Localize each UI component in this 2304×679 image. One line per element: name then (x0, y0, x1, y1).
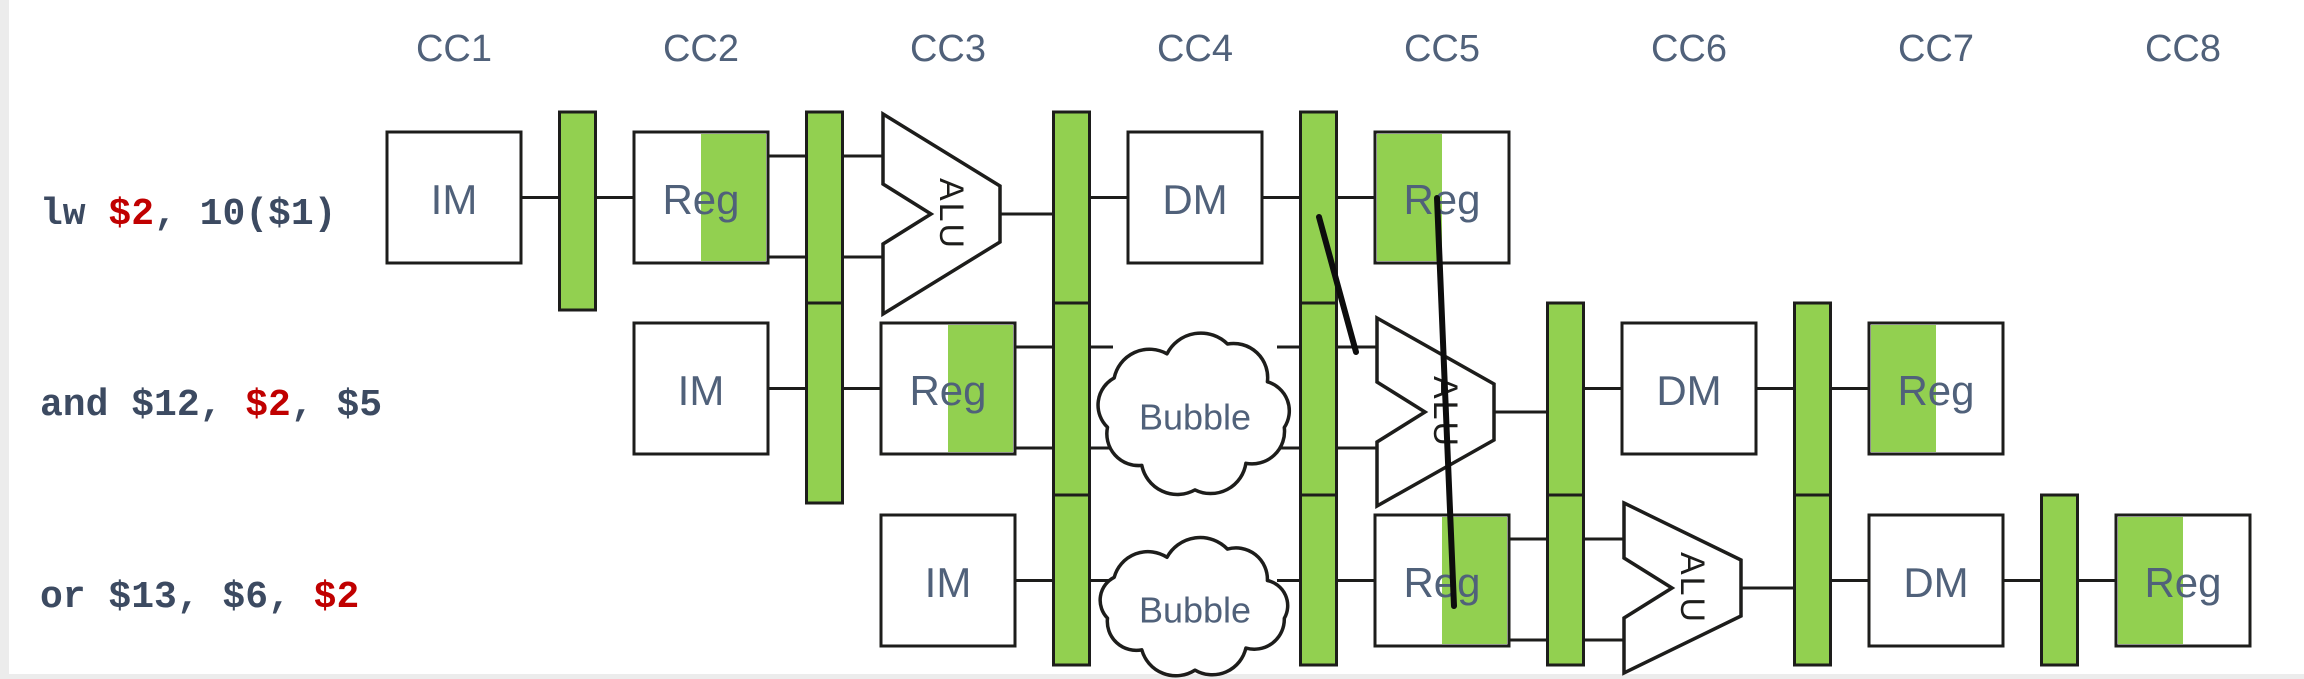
stage-dm-or-cc7-body (1869, 515, 2003, 646)
bubble-label-or-cc4: Bubble (1139, 590, 1251, 631)
stage-reg-lw-cc2-outline (632, 130, 770, 265)
hazard-register: $2 (313, 575, 360, 619)
stage-alu-lw-cc3-label: ALU (932, 178, 970, 250)
stage-reg-and-cc7-label: Reg (1897, 367, 1974, 414)
stage-reg-or-cc8-outline (2114, 513, 2252, 648)
pipeline-register-or-cc7-cc8 (2040, 493, 2079, 667)
instruction-text: , 10($1) (154, 192, 337, 236)
stage-im-and-cc2-body (634, 323, 768, 454)
stage-im-or-cc3-body (881, 515, 1015, 646)
pipeline-register-or-cc5-cc6 (1546, 493, 1585, 667)
pipeline-register-or-cc3-cc4 (1052, 493, 1091, 667)
stage-im-and-cc2-outline (632, 321, 770, 456)
stage-alu-or-cc6-body (1622, 500, 1743, 676)
pipeline-register-and-cc2-cc3 (805, 301, 844, 505)
cc-label-cc5: CC5 (1403, 28, 1481, 70)
stage-reg-lw-cc5-active-half (1377, 134, 1442, 261)
pipeline-row-and: IMRegBubbleALUDMReg (632, 315, 2005, 509)
cc-label-cc7: CC7 (1897, 28, 1975, 70)
cc-label-cc6: CC6 (1650, 28, 1728, 70)
instruction-and: and $12, $2, $5 (40, 380, 382, 432)
pipeline-register-lw-cc1-cc2 (558, 110, 597, 312)
stage-dm-lw-cc4-body (1128, 132, 1262, 263)
stage-dm-and-cc6-body (1622, 323, 1756, 454)
hazard-register: $2 (245, 383, 291, 427)
slide-bottom-edge (0, 674, 2304, 679)
stage-alu-and-cc5-body (1375, 315, 1496, 509)
stage-dm-or-cc7-label: DM (1903, 559, 1968, 606)
stage-reg-lw-cc2-label: Reg (662, 176, 739, 223)
cc-label-cc2: CC2 (662, 28, 740, 70)
instruction-text: , $5 (290, 383, 383, 427)
stage-dm-lw-cc4-outline (1126, 130, 1264, 265)
pipeline-row-lw: IM Reg ALU DM Reg (385, 110, 1511, 318)
pipeline-registers-layer (558, 110, 2079, 667)
stage-im-and-cc2-label: IM (678, 367, 725, 414)
stage-reg-and-cc3-active-half (948, 325, 1013, 452)
stage-reg-or-cc8-active-half (2118, 517, 2183, 644)
instruction-text: and $12, (40, 383, 246, 427)
stage-im-lw-cc1-body (387, 132, 521, 263)
stage-reg-or-cc8-label: Reg (2144, 559, 2221, 606)
forward-line-lw-regwrite-to-or-reg (1434, 195, 1457, 609)
stage-im-or-cc3-outline (879, 513, 1017, 648)
pipeline-register-and-cc6-cc7 (1793, 301, 1832, 505)
stage-alu-or-cc6-label: ALU (1673, 552, 1711, 624)
stage-dm-and-cc6-outline (1620, 321, 1758, 456)
cc-label-cc1: CC1 (415, 28, 493, 70)
stage-dm-or-cc7-outline (1867, 513, 2005, 648)
pipeline-register-lw-cc2-cc3 (805, 110, 844, 312)
forward-line-lw-memwb-to-and-alu (1316, 214, 1359, 355)
pipeline-register-or-cc6-cc7 (1793, 493, 1832, 667)
bubble-cloud-and-cc4 (1096, 331, 1292, 497)
cc-label-cc8: CC8 (2144, 28, 2222, 70)
stage-reg-and-cc3-outline (879, 321, 1017, 456)
cc-label-cc3: CC3 (909, 28, 987, 70)
hazard-register: $2 (108, 192, 155, 236)
stage-im-or-cc3-label: IM (925, 559, 972, 606)
instruction-text: or $13, $6, (40, 575, 314, 619)
wires-layer (521, 154, 2116, 642)
stages-layer: IMRegALUDMRegIMRegBubbleALUDMRegIMBubble… (385, 110, 2252, 678)
cc-label-cc4: CC4 (1156, 28, 1234, 70)
stage-dm-lw-cc4-label: DM (1162, 176, 1227, 223)
slide-left-edge (0, 0, 9, 679)
instruction-or: or $13, $6, $2 (40, 572, 359, 624)
pipeline-register-or-cc4-cc5 (1299, 493, 1338, 667)
pipeline-row-or: IM Bubble Reg ALU DM Reg (879, 500, 2252, 678)
bubble-label-and-cc4: Bubble (1139, 397, 1251, 438)
stage-im-lw-cc1-outline (385, 130, 523, 265)
stage-reg-and-cc3-label: Reg (909, 367, 986, 414)
bubble-cloud-or-cc4 (1098, 535, 1290, 678)
stage-reg-and-cc7-active-half (1871, 325, 1936, 452)
pipeline-register-and-cc3-cc4 (1052, 301, 1091, 505)
pipeline-register-and-cc5-cc6 (1546, 301, 1585, 505)
pipeline-register-lw-cc4-cc5 (1299, 110, 1338, 312)
stage-im-lw-cc1-label: IM (431, 176, 478, 223)
stage-reg-and-cc7-outline (1867, 321, 2005, 456)
stage-reg-or-cc5-label: Reg (1403, 559, 1480, 606)
pipeline-register-and-cc4-cc5 (1299, 301, 1338, 505)
instruction-lw: lw $2, 10($1) (40, 189, 336, 241)
stage-reg-lw-cc2-active-half (701, 134, 766, 261)
instruction-text: lw (40, 192, 109, 236)
pipeline-register-lw-cc3-cc4 (1052, 110, 1091, 312)
stage-alu-lw-cc3-body (881, 110, 1002, 318)
stage-reg-lw-cc5-label: Reg (1403, 176, 1480, 223)
stage-dm-and-cc6-label: DM (1656, 367, 1721, 414)
stage-reg-or-cc5-outline (1373, 513, 1511, 648)
forwarding-layer (1316, 195, 1457, 609)
